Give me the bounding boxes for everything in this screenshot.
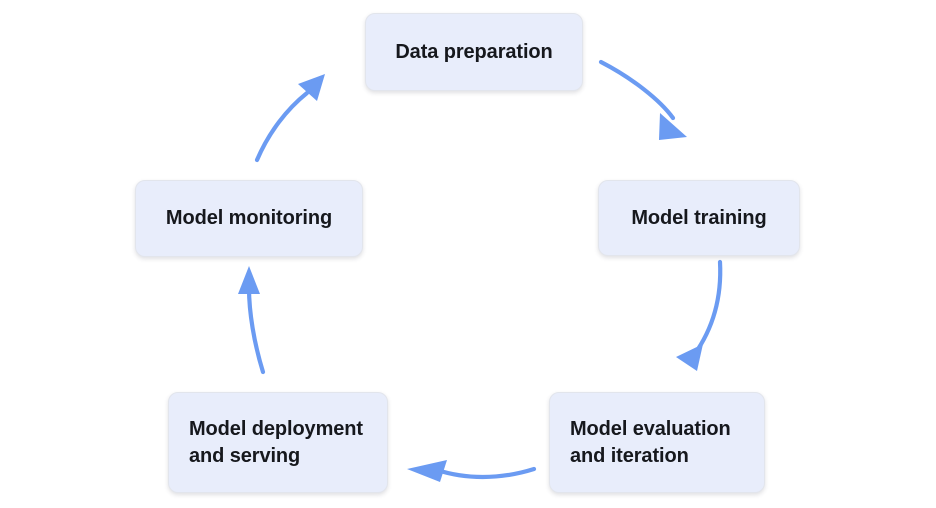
node-model-evaluation[interactable]: Model evaluation and iteration <box>549 392 765 493</box>
node-model-evaluation-label: Model evaluation and iteration <box>570 418 731 467</box>
edge-prep-to-training-arrow <box>598 59 687 140</box>
node-model-monitoring-label: Model monitoring <box>165 207 333 230</box>
node-model-deployment[interactable]: Model deployment and serving <box>168 392 388 493</box>
node-model-training[interactable]: Model training <box>598 180 800 256</box>
edge-evaluation-to-deployment-arrow <box>407 460 537 482</box>
edge-monitoring-to-prep-arrow <box>254 74 325 163</box>
node-model-training-label: Model training <box>631 206 767 229</box>
node-data-preparation-label: Data preparation <box>395 40 553 63</box>
edge-deployment-to-monitoring-arrow <box>238 266 266 375</box>
edge-training-to-evaluation-arrow <box>676 259 723 371</box>
node-data-preparation[interactable]: Data preparation <box>365 13 583 91</box>
node-model-deployment-label: Model deployment and serving <box>189 418 363 467</box>
node-model-monitoring[interactable]: Model monitoring <box>135 180 363 257</box>
